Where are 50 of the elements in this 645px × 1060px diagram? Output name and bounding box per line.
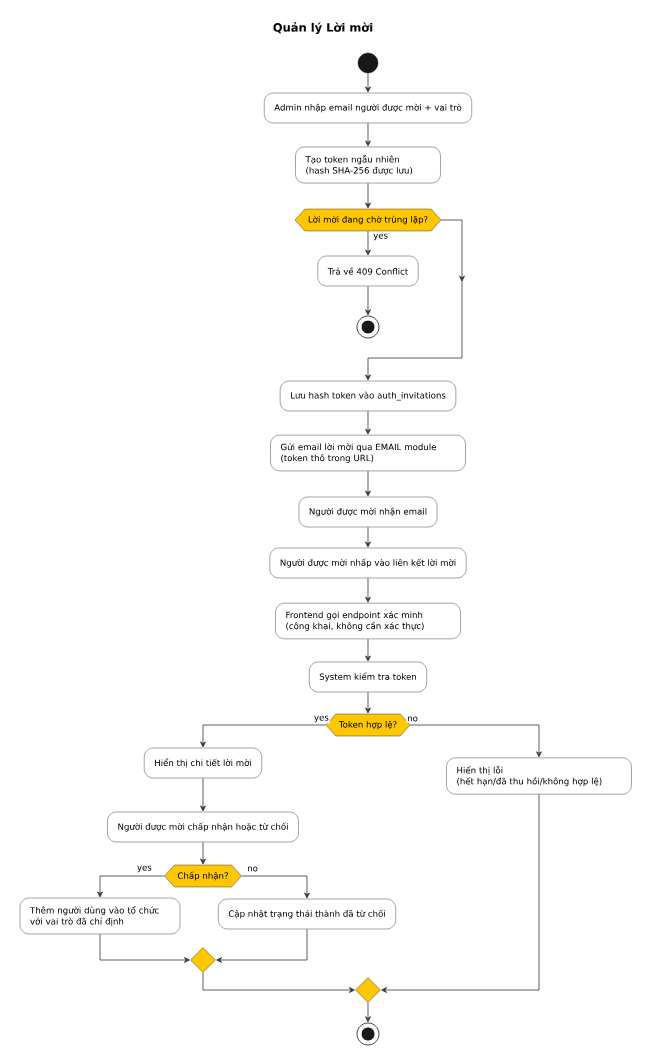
arrow — [365, 285, 371, 316]
action-box: System kiểm tra token — [309, 661, 427, 693]
title: Quản lý Lời mời — [273, 21, 373, 35]
action-box: Hiển thị lỗi (hết hạn/đã thu hồi/không hợp lệ) — [446, 757, 632, 795]
action-box: Tạo token ngẫu nhiên (hash SHA-256 được lưu) — [295, 146, 441, 184]
arrow — [365, 470, 371, 497]
action-box: Thêm người dùng vào tổ chức với vai trò đã chỉ định — [19, 897, 181, 935]
arrow — [365, 526, 371, 548]
arrow — [409, 724, 542, 758]
edge-label: no — [406, 715, 419, 723]
end-circle — [356, 315, 380, 339]
arrow — [381, 793, 540, 993]
arrow — [365, 230, 371, 256]
arrow — [365, 691, 371, 714]
arrow — [99, 933, 190, 963]
action-box: Người được mời chấp nhận hoặc từ chối — [107, 811, 299, 843]
arrow — [365, 410, 371, 435]
action-box: Cập nhật trạng thái thành đã từ chối — [218, 898, 396, 930]
merge-diamond — [355, 977, 381, 1003]
action-box: Lưu hash token vào auth_invitations — [279, 380, 457, 412]
arrow — [241, 875, 310, 899]
action-box: Frontend gọi endpoint xác minh (công khai, không cần xác thực) — [275, 602, 461, 640]
edge-label: yes — [372, 232, 390, 242]
action-box: Gửi email lời mời qua EMAIL module (token thô trong URL) — [270, 434, 466, 472]
arrow — [200, 841, 206, 865]
arrow — [365, 219, 465, 381]
arrow — [97, 875, 165, 898]
action-box: Người được mời nhận email — [298, 496, 438, 528]
decision-hexagon: Lời mời đang chờ trùng lặp? — [294, 208, 442, 232]
arrow — [365, 1002, 371, 1023]
arrow — [200, 724, 327, 748]
arrow — [200, 777, 206, 812]
action-box: Admin nhập email người được mời + vai trò — [264, 92, 472, 124]
arrow — [365, 72, 371, 93]
decision-hexagon: Chấp nhận? — [164, 864, 242, 888]
edge-label: yes — [135, 864, 153, 874]
arrow — [365, 122, 371, 147]
edge-label: yes — [312, 714, 330, 724]
action-box: Trả về 409 Conflict — [317, 255, 419, 287]
arrow — [365, 182, 371, 209]
merge-diamond — [190, 947, 216, 973]
arrow — [202, 972, 355, 993]
action-box: Người được mời nhấp vào liên kết lời mời — [269, 547, 467, 579]
arrow — [216, 928, 308, 963]
arrow — [365, 638, 371, 662]
arrow — [365, 577, 371, 603]
start-circle — [357, 52, 379, 74]
end-circle — [356, 1022, 380, 1046]
edge-label: no — [246, 865, 259, 873]
action-box: Hiển thị chi tiết lời mời — [144, 747, 262, 779]
